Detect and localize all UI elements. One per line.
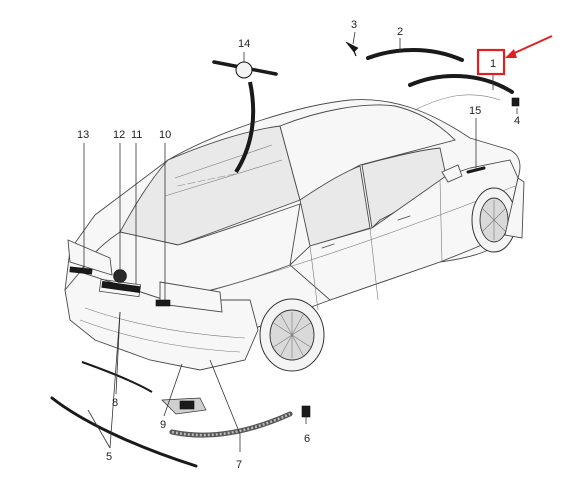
callout-5: 5 (106, 451, 112, 463)
callout-10: 10 (159, 129, 171, 141)
callout-14: 14 (238, 38, 250, 50)
callout-6: 6 (304, 433, 310, 445)
part-strip-11-12 (101, 281, 141, 293)
callout-13: 13 (77, 129, 89, 141)
highlight-arrow-shaft (509, 35, 553, 56)
part-clip-3 (345, 41, 359, 57)
part-roof-moulding-2 (366, 48, 464, 62)
callout-7: 7 (236, 459, 242, 471)
part-trim-7 (169, 411, 293, 438)
part-lamp-strip-10 (155, 299, 171, 307)
highlight-annotation (476, 35, 553, 76)
part-bumper-strip-5 (50, 396, 198, 468)
part-emblem-14 (212, 60, 278, 174)
highlight-arrow-head-icon (505, 49, 517, 58)
callout-4: 4 (514, 115, 520, 127)
highlight-box (476, 48, 506, 76)
callout-15: 15 (469, 105, 481, 117)
callout-12: 12 (113, 129, 125, 141)
part-clip-4 (511, 97, 520, 107)
callout-2: 2 (397, 26, 403, 38)
leader-lines (83, 31, 518, 452)
part-lamp-strip-13 (69, 266, 93, 275)
part-bumper-strip-8 (81, 361, 153, 393)
part-clip-6 (301, 405, 311, 418)
part-roof-moulding-1 (408, 73, 514, 111)
callout-9: 9 (160, 419, 166, 431)
car-body: — — — — — — (64, 99, 525, 372)
callout-3: 3 (351, 19, 357, 31)
callout-8: 8 (112, 397, 118, 409)
part-reflector-9 (161, 397, 207, 415)
callouts: 1 2 3 4 5 6 7 8 9 10 11 12 13 14 15 (77, 19, 520, 471)
callout-11: 11 (131, 129, 142, 141)
callout-1: 1 (490, 58, 496, 70)
